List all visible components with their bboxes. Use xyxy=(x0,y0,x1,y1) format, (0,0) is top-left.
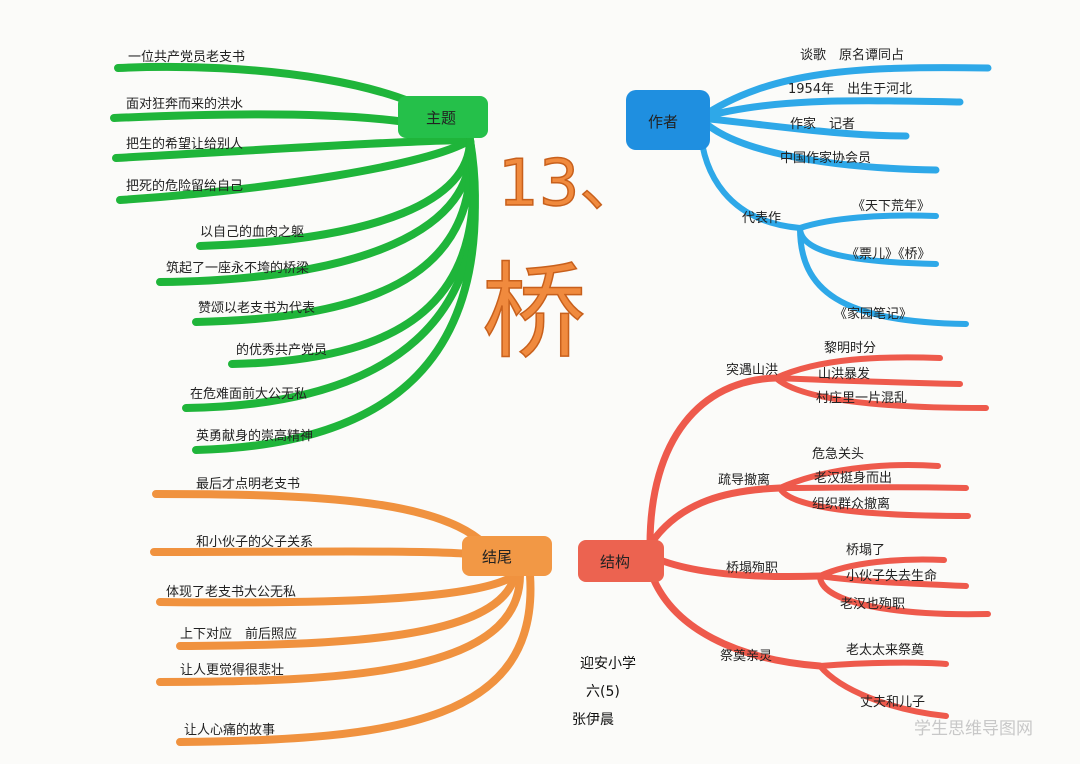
author-branch xyxy=(696,64,992,327)
author-node xyxy=(626,90,710,150)
structure-group-label: 桥塌殉职 xyxy=(726,561,778,576)
structure-group-label: 祭奠亲灵 xyxy=(720,648,772,664)
theme-item: 把生的希望让给别人 xyxy=(126,136,243,152)
structure-node-label: 结构 xyxy=(600,553,630,571)
theme-item: 把死的危险留给自己 xyxy=(126,178,243,194)
ending-item: 体现了老支书大公无私 xyxy=(166,585,296,600)
ending-node xyxy=(462,536,552,576)
theme-item: 一位共产党员老支书 xyxy=(128,50,245,65)
theme-node xyxy=(398,96,488,138)
ending-item: 最后才点明老支书 xyxy=(196,477,300,492)
author-item: 作家 记者 xyxy=(790,116,855,132)
structure-item: 老太太来祭奠 xyxy=(846,642,924,658)
author-item: 中国作家协会员 xyxy=(780,150,871,166)
author-work: 《天下荒年》 xyxy=(852,199,930,214)
author-work: 《家园笔记》 xyxy=(834,306,912,322)
author-item: 1954年 出生于河北 xyxy=(788,82,912,97)
structure-node xyxy=(578,540,664,582)
title-character: 桥 xyxy=(482,251,586,373)
ending-item: 和小伙子的父子关系 xyxy=(196,534,313,550)
author-school: 迎安小学 xyxy=(580,656,636,672)
theme-item: 英勇献身的崇高精神 xyxy=(196,428,313,444)
watermark: 学生思维导图网 xyxy=(914,719,1033,739)
theme-item: 在危难面前大公无私 xyxy=(190,386,307,402)
theme-item: 的优秀共产党员 xyxy=(236,342,327,358)
structure-item: 危急关头 xyxy=(812,447,864,462)
theme-item: 以自己的血肉之躯 xyxy=(200,224,304,240)
author-works-label: 代表作 xyxy=(742,211,781,226)
structure-item: 桥塌了 xyxy=(846,543,885,558)
structure-item: 村庄里一片混乱 xyxy=(816,390,907,406)
ending-item: 让人更觉得很悲壮 xyxy=(180,662,284,678)
structure-item: 小伙子失去生命 xyxy=(846,568,937,584)
structure-group-label: 突遇山洪 xyxy=(726,362,778,378)
title-number: 13、 xyxy=(498,147,643,221)
structure-item: 丈夫和儿子 xyxy=(860,695,925,710)
structure-item: 黎明时分 xyxy=(824,341,876,356)
structure-item: 老汉挺身而出 xyxy=(814,470,892,486)
author-work: 《票儿》《桥》 xyxy=(846,247,931,262)
theme-item: 赞颂以老支书为代表 xyxy=(198,301,315,316)
structure-item: 山洪暴发 xyxy=(818,366,870,382)
structure-group-label: 疏导撤离 xyxy=(718,472,770,488)
author-node-label: 作者 xyxy=(648,113,678,131)
structure-item: 组织群众撤离 xyxy=(812,496,890,512)
theme-item: 面对狂奔而来的洪水 xyxy=(126,96,243,112)
ending-item: 让人心痛的故事 xyxy=(184,722,275,738)
author-class: 六(5) xyxy=(586,684,620,700)
structure-item: 老汉也殉职 xyxy=(840,597,905,612)
ending-branch xyxy=(150,490,535,746)
ending-item: 上下对应 前后照应 xyxy=(180,626,297,642)
author-item: 谈歌 原名谭同占 xyxy=(800,47,904,63)
ending-node-label: 结尾 xyxy=(482,548,512,566)
structure-branch xyxy=(646,354,991,719)
theme-node-label: 主题 xyxy=(426,109,456,127)
author-name: 张伊晨 xyxy=(572,712,614,728)
theme-item: 筑起了一座永不垮的桥梁 xyxy=(166,260,309,276)
